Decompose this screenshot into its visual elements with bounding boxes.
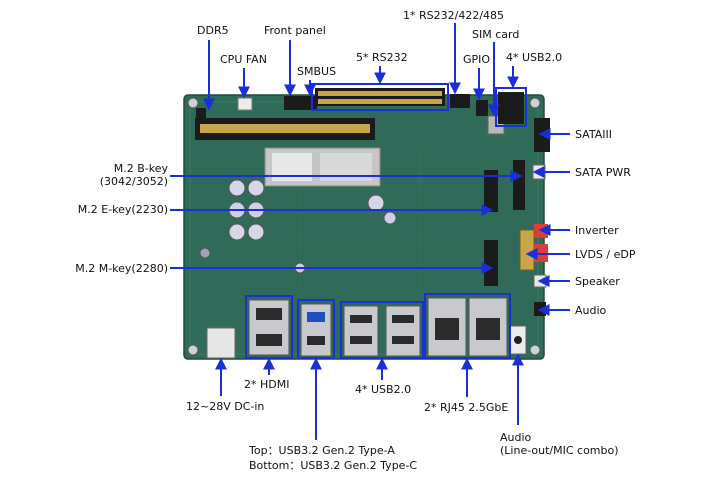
label-front-panel: Front panel <box>264 24 326 37</box>
label-m2-mkey: M.2 M-key(2280) <box>75 262 168 275</box>
label-sata-pwr: SATA PWR <box>575 166 631 179</box>
label-gpio: GPIO <box>463 53 491 66</box>
label-audio-right: Audio <box>575 304 607 317</box>
label-cpu-fan: CPU FAN <box>220 53 267 66</box>
rear-io <box>206 297 527 359</box>
label-m2-bkey: M.2 B-key (3042/3052) <box>70 162 168 188</box>
label-rj45: 2* RJ45 2.5GbE <box>424 401 509 414</box>
label-inverter: Inverter <box>575 224 619 237</box>
label-usb20-bottom: 4* USB2.0 <box>355 383 412 396</box>
label-usb20-top: 4* USB2.0 <box>506 51 563 64</box>
label-ddr5: DDR5 <box>197 24 229 37</box>
label-usb32-bottom: Bottom：USB3.2 Gen.2 Type-C <box>249 459 418 472</box>
label-dc-in: 12~28V DC-in <box>186 400 265 413</box>
label-sim-card: SIM card <box>472 28 520 41</box>
ddr5-slot <box>195 108 375 140</box>
label-audio-bottom-line1: Audio <box>500 431 532 444</box>
label-speaker: Speaker <box>575 275 620 288</box>
leader-lines <box>170 23 570 440</box>
label-usb32-top: Top：USB3.2 Gen.2 Type-A <box>249 444 395 457</box>
label-audio-bottom: Audio (Line-out/MIC combo) <box>500 431 619 457</box>
label-m2-bkey-line2: (3042/3052) <box>99 175 168 188</box>
label-audio-bottom-line2: (Line-out/MIC combo) <box>500 444 619 457</box>
label-sataiii: SATAIII <box>575 128 612 141</box>
label-m2-ekey: M.2 E-key(2230) <box>77 203 168 216</box>
label-rs232-422-485: 1* RS232/422/485 <box>403 9 505 22</box>
top-headers <box>237 88 524 135</box>
label-smbus: SMBUS <box>297 65 337 78</box>
label-lvds-edp: LVDS / eDP <box>575 248 636 261</box>
label-hdmi: 2* HDMI <box>244 378 290 391</box>
label-rs232: 5* RS232 <box>356 51 408 64</box>
label-m2-bkey-line1: M.2 B-key <box>113 162 168 175</box>
soc-area <box>264 147 381 187</box>
